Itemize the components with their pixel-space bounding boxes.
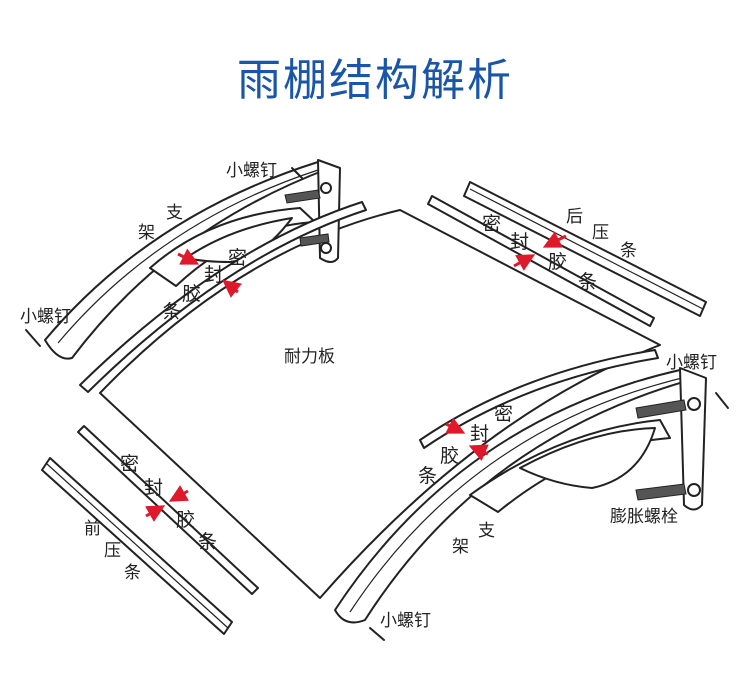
- label-front-strip-1: 前: [84, 519, 101, 539]
- label-rear-strip-3: 条: [620, 241, 637, 261]
- label-seal-right-1: 密: [494, 403, 513, 425]
- label-bracket-left-2: 架: [138, 223, 155, 243]
- seal-arrows: [145, 231, 567, 522]
- label-rear-strip-2: 压: [592, 223, 609, 243]
- left-seal-strip: [79, 201, 367, 393]
- front-seal-strip: [77, 425, 259, 595]
- label-screw-right: 小螺钉: [666, 353, 717, 373]
- label-seal-right-3: 胶: [440, 445, 459, 467]
- label-seal-left-4: 条: [162, 301, 181, 323]
- right-seal-strip: [419, 349, 659, 449]
- label-seal-front-4: 条: [198, 531, 217, 553]
- label-screw-left: 小螺钉: [20, 307, 71, 327]
- polycarbonate-panel: [99, 209, 661, 599]
- label-screw-bottom: 小螺钉: [380, 611, 431, 631]
- label-front-strip-3: 条: [124, 563, 141, 583]
- page-title: 雨棚结构解析: [237, 55, 513, 106]
- rear-seal-strip: [427, 195, 655, 327]
- label-bracket-left-1: 支: [166, 203, 183, 223]
- label-seal-left-1: 密: [228, 247, 247, 269]
- label-panel: 耐力板: [284, 347, 335, 367]
- label-seal-front-3: 胶: [176, 509, 195, 531]
- label-bracket-right-1: 支: [478, 521, 495, 541]
- left-bracket: [44, 159, 341, 360]
- label-seal-rear-3: 胶: [548, 251, 567, 273]
- label-seal-rear-4: 条: [578, 271, 597, 293]
- screw-left-icon: [25, 329, 41, 347]
- screw-top-left-icon: [291, 167, 303, 179]
- label-seal-front-1: 密: [120, 453, 139, 475]
- rear-pressure-strip: [463, 181, 707, 317]
- screw-right-icon: [715, 392, 729, 409]
- label-seal-left-3: 胶: [182, 283, 201, 305]
- right-bracket: [334, 367, 707, 624]
- label-front-strip-2: 压: [104, 541, 121, 561]
- label-bracket-right-2: 架: [452, 537, 469, 557]
- label-seal-rear-1: 密: [482, 213, 501, 235]
- label-seal-right-2: 封: [470, 423, 489, 445]
- label-seal-right-4: 条: [418, 465, 437, 487]
- label-expansion-bolt: 膨胀螺栓: [610, 507, 678, 527]
- label-seal-rear-2: 封: [510, 231, 529, 253]
- label-seal-front-2: 封: [144, 477, 163, 499]
- label-seal-left-2: 封: [204, 264, 223, 286]
- label-rear-strip-1: 后: [566, 207, 583, 227]
- label-screw-top-left: 小螺钉: [226, 161, 277, 181]
- screw-bottom-icon: [369, 627, 385, 641]
